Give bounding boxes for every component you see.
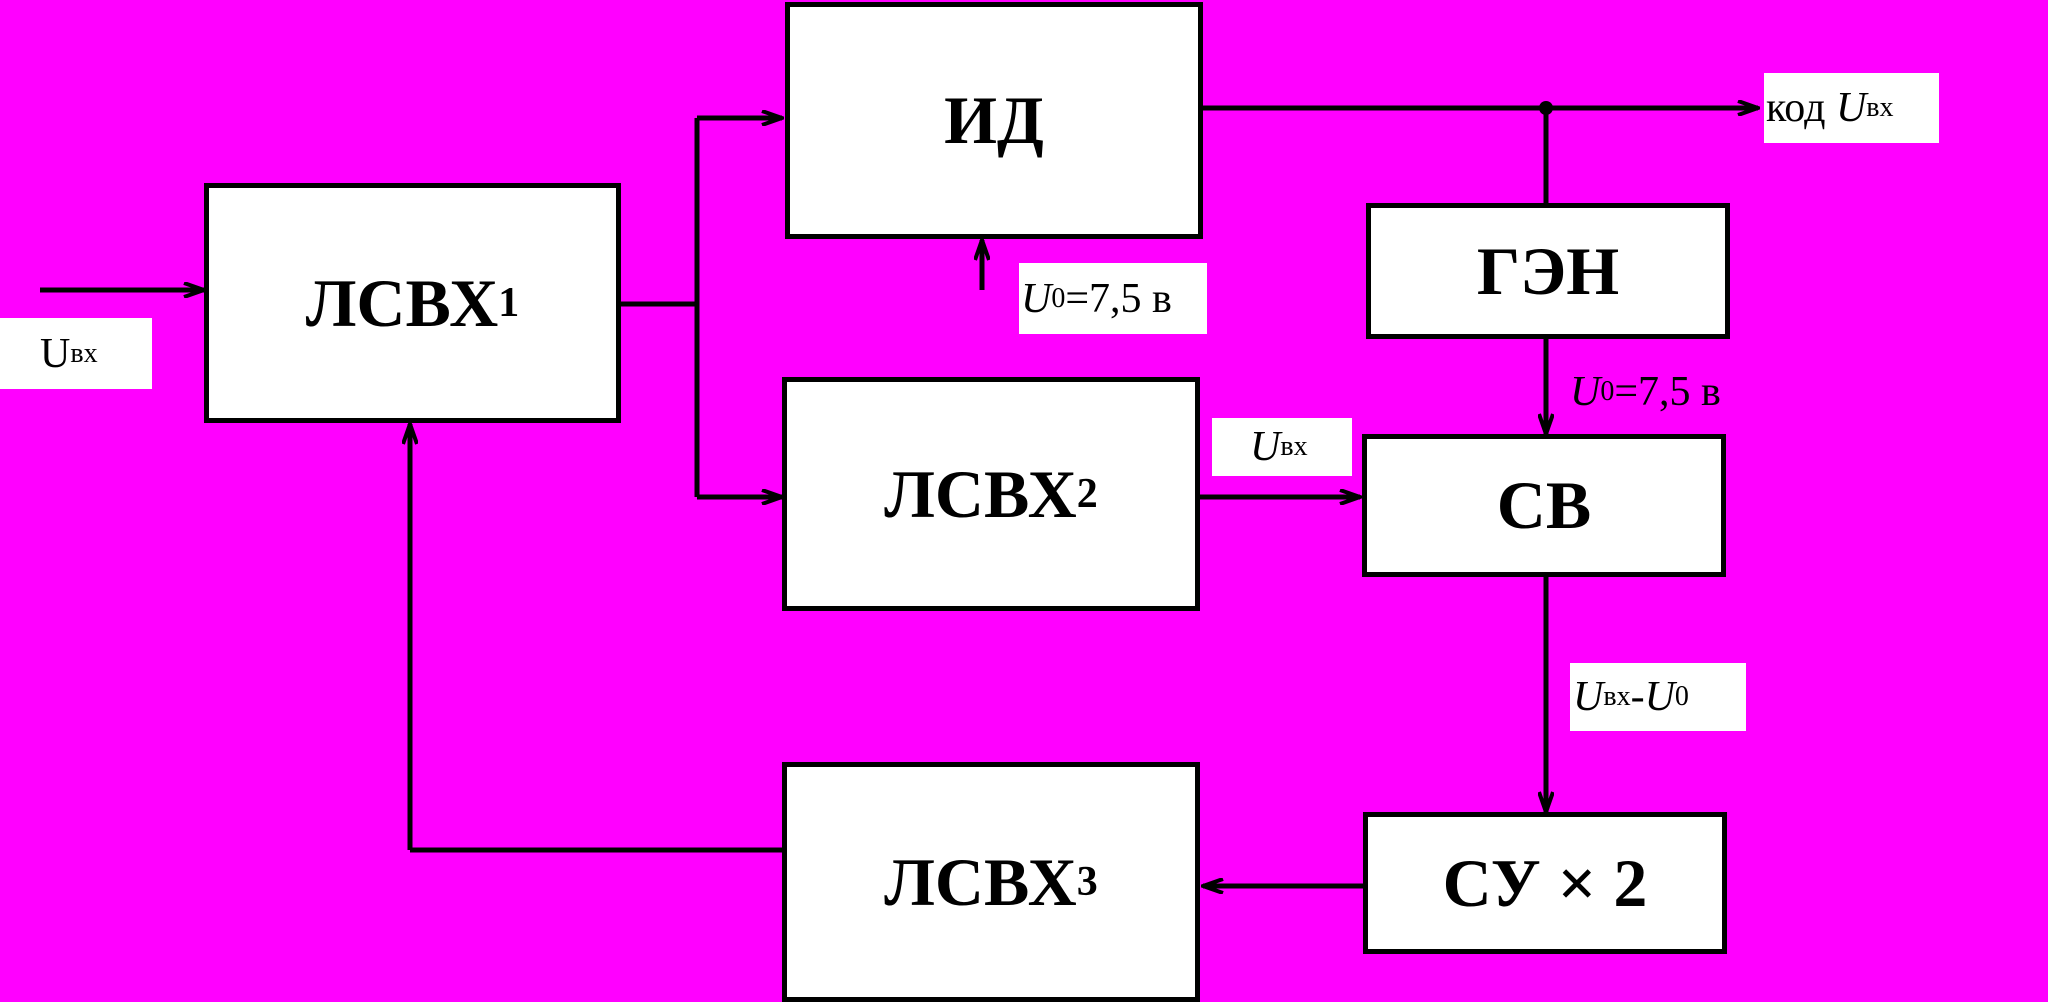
block-id: ИД	[785, 2, 1203, 239]
label-u0-gen-rest: =7,5 в	[1614, 369, 1721, 415]
block-lsvh2-label: ЛСВХ	[884, 455, 1077, 532]
block-lsvh3-subscript: 3	[1076, 859, 1098, 905]
label-diff-var2: U	[1644, 674, 1675, 720]
block-id-label: ИД	[944, 82, 1044, 158]
block-sv: СВ	[1362, 434, 1726, 577]
block-lsvh1-label: ЛСВХ	[305, 264, 499, 341]
label-uin-sv-sub: вх	[1280, 431, 1308, 462]
junction-dot	[1539, 101, 1553, 115]
label-u0-gen-var: U	[1570, 369, 1601, 415]
label-uin-main: U	[40, 330, 71, 377]
block-lsvh3-label: ЛСВХ	[884, 843, 1077, 920]
label-uin-sub: вх	[70, 337, 98, 369]
block-gen-label: ГЭН	[1476, 232, 1620, 309]
label-code-prefix: код	[1766, 85, 1836, 131]
label-uin-sv-var: U	[1250, 424, 1281, 470]
block-lsvh2-subscript: 2	[1076, 471, 1098, 517]
label-code-sub: вх	[1866, 92, 1894, 123]
block-lsvh1-subscript: 1	[498, 280, 520, 326]
label-diff-sub2: 0	[1674, 681, 1689, 712]
block-su: СУ × 2	[1363, 812, 1727, 954]
label-diff-sep: -	[1630, 674, 1645, 720]
block-sv-label: СВ	[1496, 467, 1592, 543]
block-su-label: СУ × 2	[1442, 844, 1648, 921]
label-diff-var1: U	[1573, 674, 1604, 720]
label-u0-id-rest: =7,5 в	[1065, 275, 1172, 322]
label-u0-gen-sub: 0	[1600, 376, 1615, 407]
label-code-var: U	[1835, 85, 1867, 131]
label-u0-id-var: U	[1021, 275, 1052, 322]
label-u0-id-sub: 0	[1051, 282, 1066, 314]
label-diff-sub1: вх	[1603, 681, 1631, 712]
block-gen: ГЭН	[1366, 203, 1730, 339]
